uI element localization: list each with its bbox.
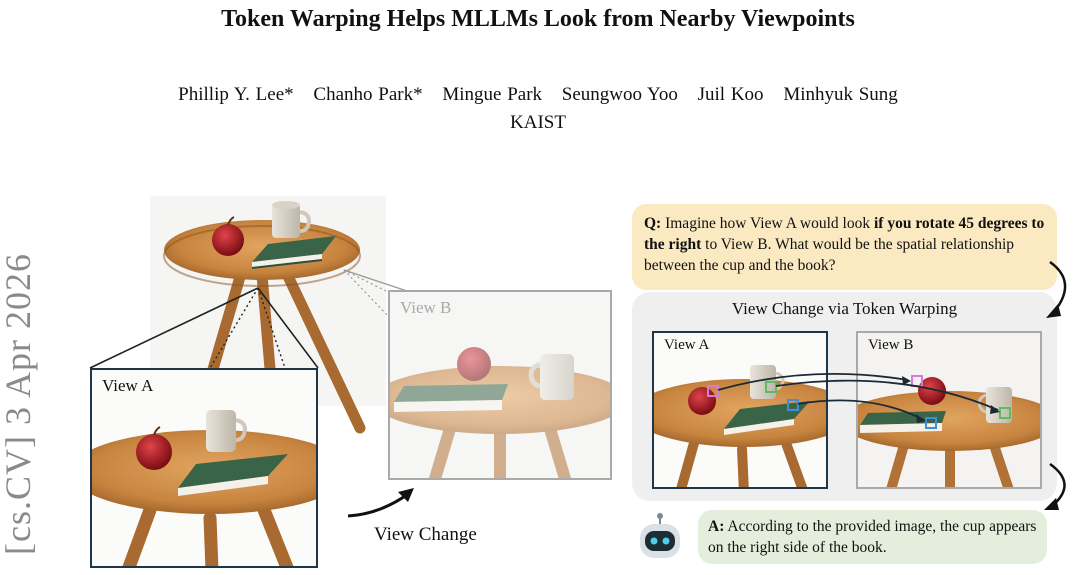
token-apple-a xyxy=(708,386,718,396)
token-book-a xyxy=(788,400,798,410)
token-cup-a xyxy=(766,382,776,392)
answer-box: A: According to the provided image, the … xyxy=(698,510,1047,564)
token-book-b xyxy=(926,418,936,428)
token-apple-b xyxy=(912,376,922,386)
answer-text: According to the provided image, the cup… xyxy=(708,518,1036,556)
robot-icon xyxy=(636,512,684,562)
answer-prefix: A: xyxy=(708,518,724,535)
token-cup-b xyxy=(1000,408,1010,418)
